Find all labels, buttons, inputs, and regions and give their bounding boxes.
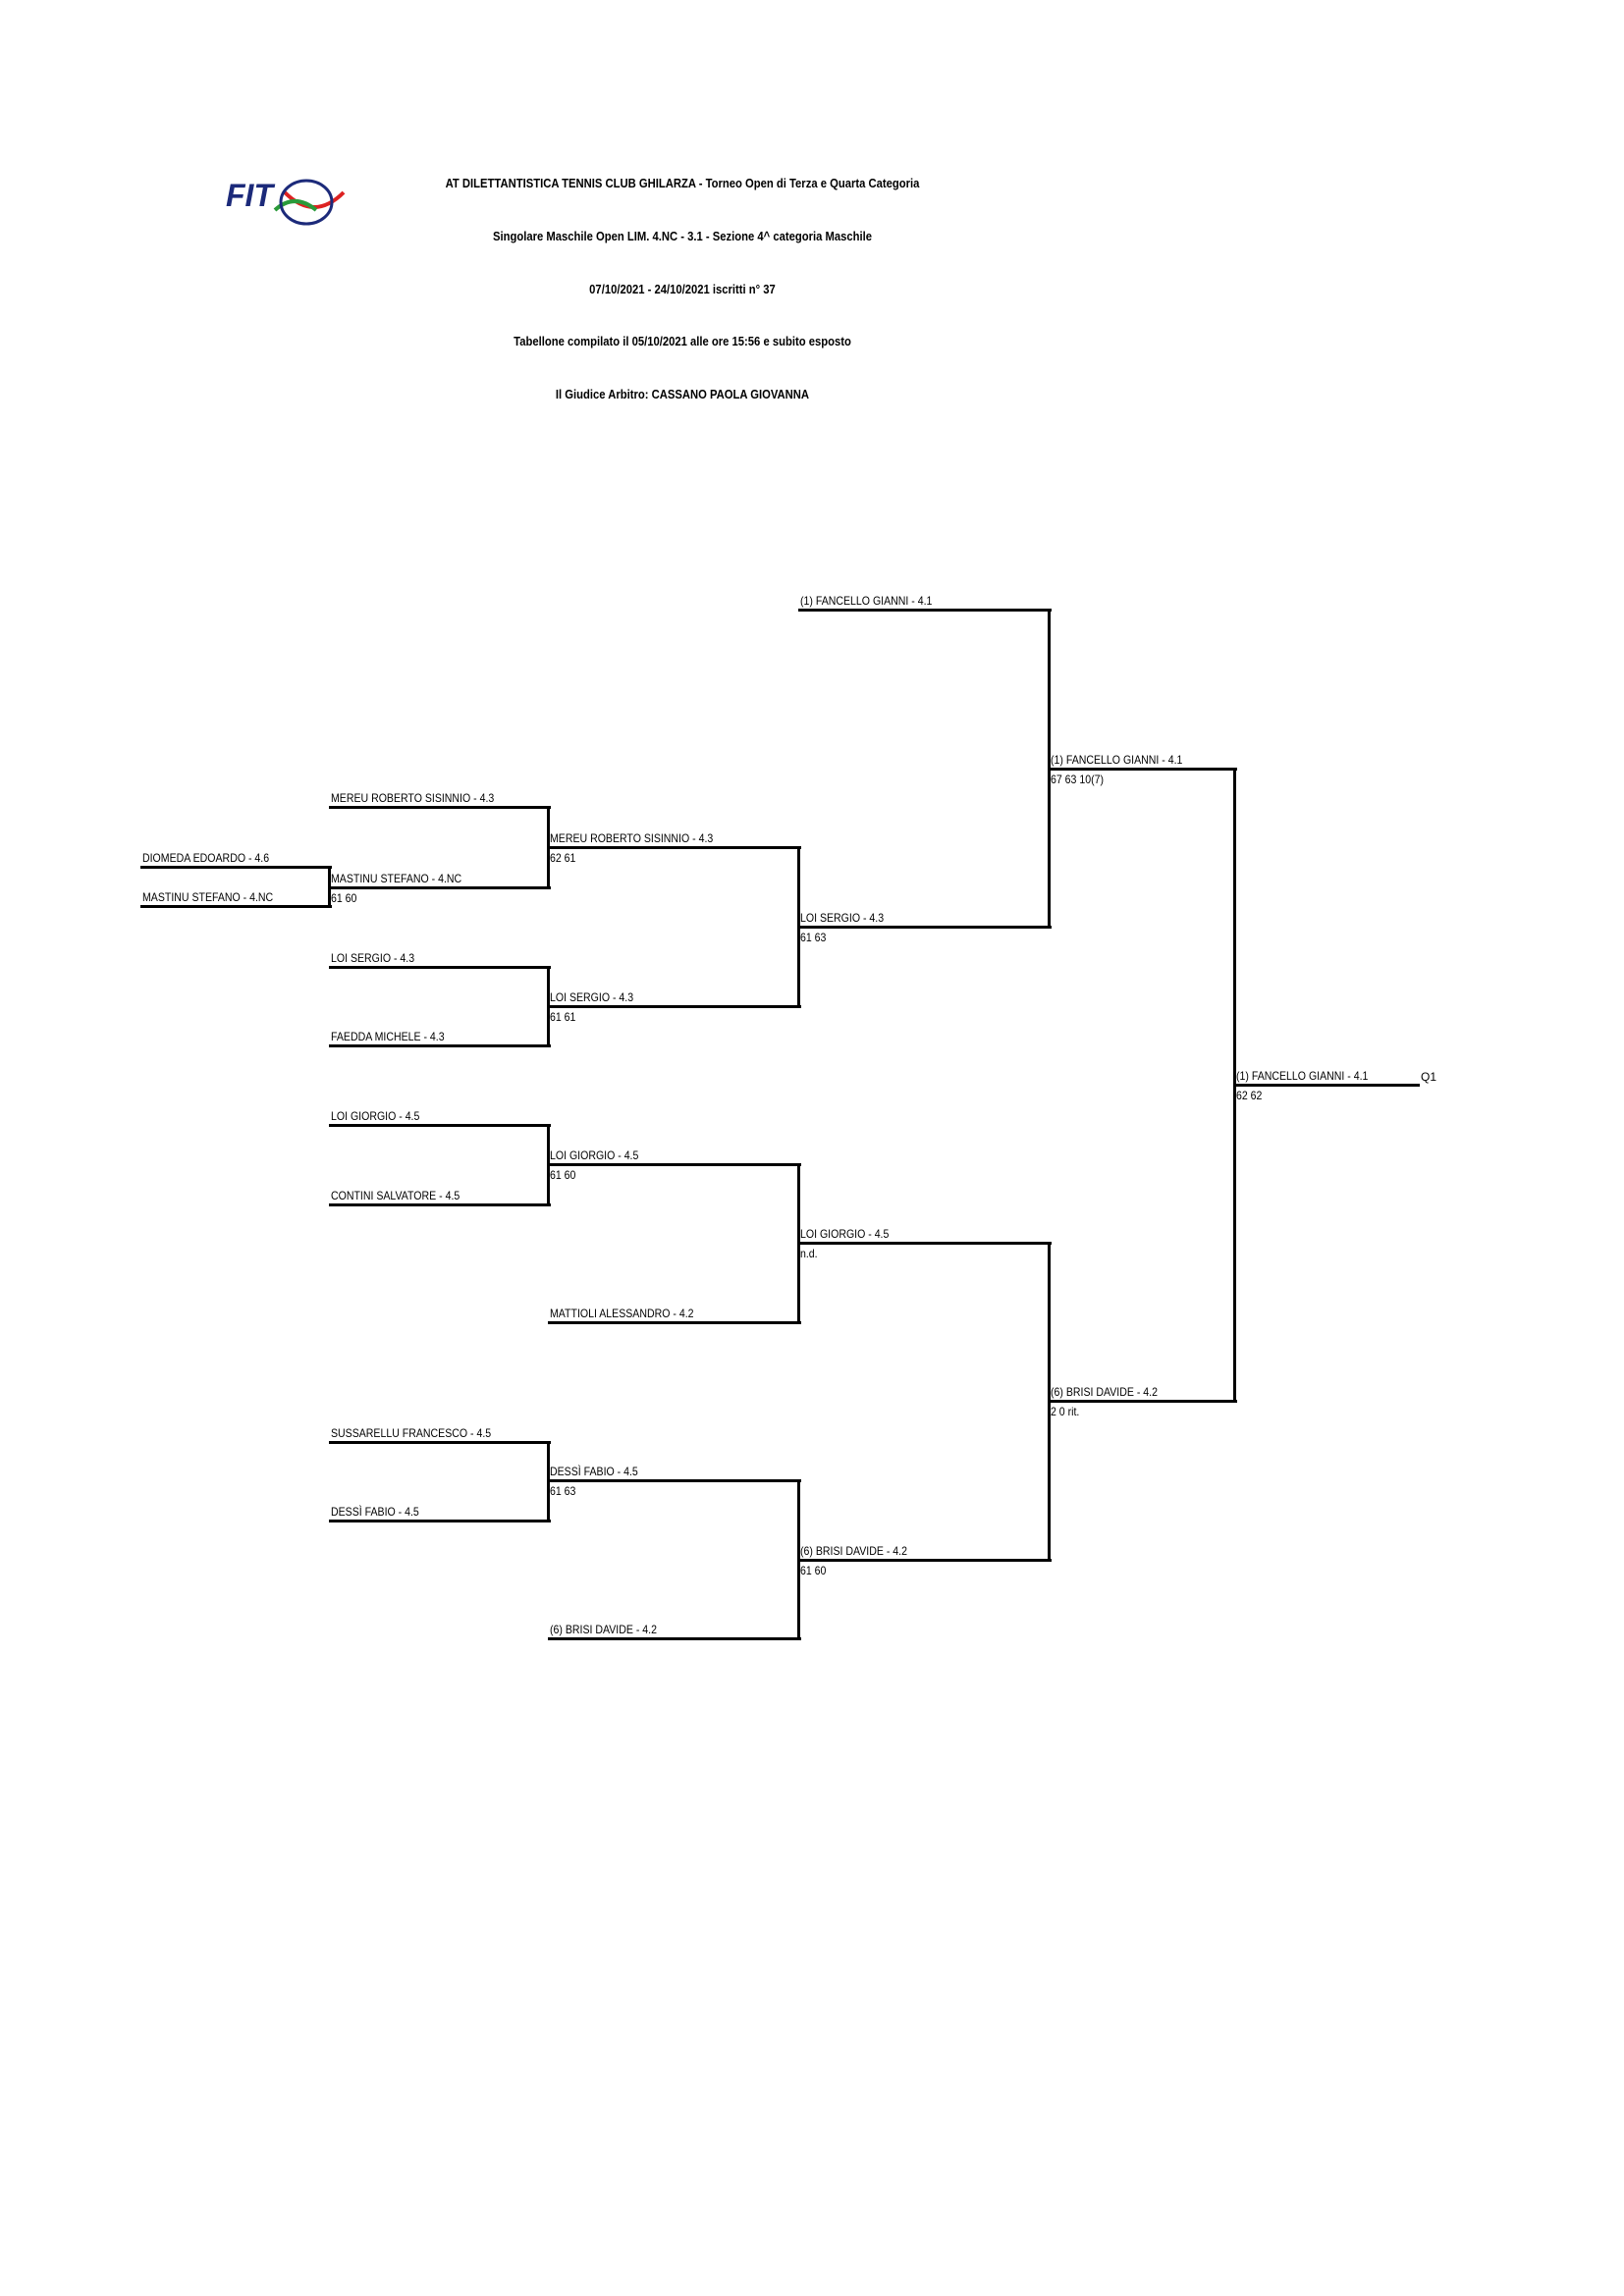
bracket-line <box>798 609 1052 612</box>
match-score: 61 61 <box>550 1010 576 1024</box>
match-score: 61 60 <box>800 1564 827 1577</box>
bracket-line <box>798 1559 1052 1562</box>
tournament-title: AT DILETTANTISTICA TENNIS CLUB GHILARZA … <box>445 177 920 190</box>
bracket-connector <box>1233 768 1236 1403</box>
player-name: (1) FANCELLO GIANNI - 4.1 <box>800 594 933 608</box>
bracket-connector <box>547 966 550 1047</box>
match-score: 61 60 <box>550 1168 576 1182</box>
bracket-line <box>329 1124 551 1127</box>
bracket-line <box>1234 1084 1420 1087</box>
player-name: MATTIOLI ALESSANDRO - 4.2 <box>550 1307 694 1320</box>
player-name: LOI GIORGIO - 4.5 <box>550 1148 639 1162</box>
bracket-connector <box>1048 609 1051 929</box>
player-name: (1) FANCELLO GIANNI - 4.1 <box>1236 1069 1369 1083</box>
player-name: (1) FANCELLO GIANNI - 4.1 <box>1051 753 1183 767</box>
player-name: MASTINU STEFANO - 4.NC <box>331 872 462 885</box>
match-score: 67 63 10(7) <box>1051 773 1105 786</box>
bracket-line <box>329 1441 551 1444</box>
svg-text:FIT: FIT <box>226 178 275 213</box>
bracket-line <box>140 866 332 869</box>
player-name: LOI SERGIO - 4.3 <box>331 951 415 965</box>
player-name: MEREU ROBERTO SISINNIO - 4.3 <box>550 831 714 845</box>
bracket-line <box>329 806 551 809</box>
player-name: DESSÌ FABIO - 4.5 <box>331 1505 419 1519</box>
player-name: LOI GIORGIO - 4.5 <box>331 1109 420 1123</box>
qualifier-label: Q1 <box>1421 1070 1437 1084</box>
bracket-connector <box>547 1124 550 1206</box>
bracket-line <box>548 1637 801 1640</box>
player-name: CONTINI SALVATORE - 4.5 <box>331 1189 460 1202</box>
match-score: 2 0 rit. <box>1051 1405 1080 1418</box>
bracket-line <box>798 1242 1052 1245</box>
tournament-dates: 07/10/2021 - 24/10/2021 iscritti n° 37 <box>589 283 776 296</box>
player-name: (6) BRISI DAVIDE - 4.2 <box>1051 1385 1158 1399</box>
bracket-line <box>329 966 551 969</box>
player-name: LOI SERGIO - 4.3 <box>550 990 634 1004</box>
bracket-connector <box>547 1441 550 1522</box>
match-score: 62 61 <box>550 851 576 865</box>
player-name: FAEDDA MICHELE - 4.3 <box>331 1030 445 1043</box>
player-name: LOI GIORGIO - 4.5 <box>800 1227 890 1241</box>
bracket-connector <box>797 1479 800 1640</box>
player-name: MEREU ROBERTO SISINNIO - 4.3 <box>331 791 495 805</box>
bracket-line <box>1049 1400 1237 1403</box>
fit-logo: FIT <box>226 178 346 226</box>
bracket-line <box>329 1203 551 1206</box>
player-name: LOI SERGIO - 4.3 <box>800 911 885 925</box>
bracket-line <box>798 926 1052 929</box>
match-score: 62 62 <box>1236 1089 1263 1102</box>
bracket-line <box>329 886 551 889</box>
bracket-line <box>548 1005 801 1008</box>
player-name: MASTINU STEFANO - 4.NC <box>142 890 274 904</box>
bracket-connector <box>797 846 800 1008</box>
match-score: 61 63 <box>550 1484 576 1498</box>
bracket-line <box>329 1520 551 1522</box>
bracket-line <box>548 1479 801 1482</box>
compiled-note: Tabellone compilato il 05/10/2021 alle o… <box>514 335 851 348</box>
bracket-line <box>329 1044 551 1047</box>
section-title: Singolare Maschile Open LIM. 4.NC - 3.1 … <box>492 230 873 243</box>
match-score: 61 63 <box>800 931 827 944</box>
bracket-line <box>1049 768 1237 771</box>
player-name: (6) BRISI DAVIDE - 4.2 <box>550 1623 657 1636</box>
bracket-line <box>548 1163 801 1166</box>
bracket-connector <box>797 1163 800 1324</box>
match-score: 61 60 <box>331 891 357 905</box>
bracket-line <box>548 846 801 849</box>
player-name: (6) BRISI DAVIDE - 4.2 <box>800 1544 907 1558</box>
player-name: DESSÌ FABIO - 4.5 <box>550 1465 638 1478</box>
bracket-connector <box>547 806 550 889</box>
player-name: DIOMEDA EDOARDO - 4.6 <box>142 851 270 865</box>
referee: Il Giudice Arbitro: CASSANO PAOLA GIOVAN… <box>555 388 810 401</box>
player-name: SUSSARELLU FRANCESCO - 4.5 <box>331 1426 492 1440</box>
match-score: n.d. <box>800 1247 818 1260</box>
bracket-connector <box>1048 1242 1051 1562</box>
bracket-line <box>548 1321 801 1324</box>
bracket-connector <box>328 866 331 908</box>
bracket-line <box>140 905 332 908</box>
